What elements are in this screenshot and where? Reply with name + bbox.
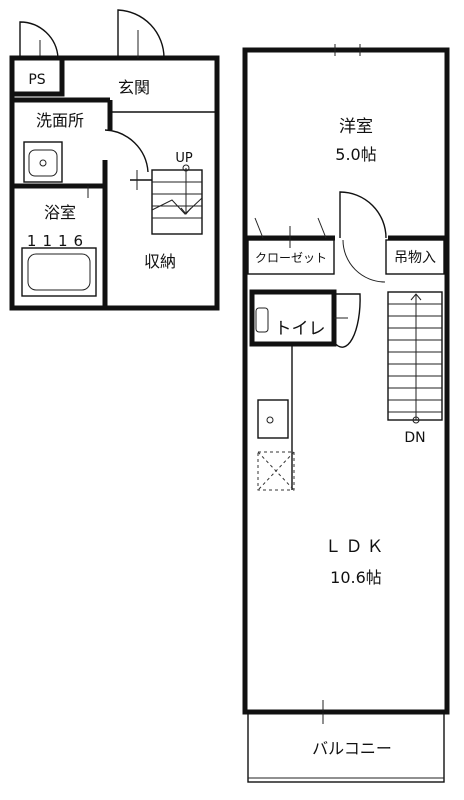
senmenjo-label: 洗面所 xyxy=(36,111,84,130)
yoshitsu-door-swing xyxy=(339,191,387,239)
toilet-fixture xyxy=(255,307,269,333)
washbasin xyxy=(23,141,63,183)
ps-door-swing xyxy=(19,21,59,59)
lower-floor-outer-wall xyxy=(9,55,220,311)
yokushitsu-label: 浴室 xyxy=(44,203,76,222)
yoshitsu-size-label: 5.0帖 xyxy=(335,145,376,164)
balcony xyxy=(247,711,445,783)
tsurimonoire-label: 吊物入 xyxy=(394,250,436,266)
closet xyxy=(247,239,335,275)
tsurimonoire-door-swing xyxy=(342,239,386,283)
yoshitsu-label: 洋室 xyxy=(339,117,373,137)
lower-floor xyxy=(9,9,220,311)
kitchen-sink xyxy=(257,399,289,439)
genkan-label: 玄関 xyxy=(118,78,150,97)
stairs-up-label: UP xyxy=(175,151,193,166)
ps-label: PS xyxy=(28,72,45,88)
upper-floor xyxy=(242,44,450,783)
closet-label: クローゼット xyxy=(255,251,327,265)
stairs-dn-label: DN xyxy=(404,430,425,446)
lower-stairs xyxy=(151,169,203,235)
ldk-size-label: 10.6帖 xyxy=(330,568,382,587)
balcony-label: バルコニー xyxy=(312,739,392,758)
toilet-label: トイレ xyxy=(275,319,326,339)
ps-box xyxy=(9,55,65,97)
bathtub xyxy=(21,247,97,297)
shuno-label: 収納 xyxy=(144,252,176,271)
upper-stairs xyxy=(387,291,443,421)
tsurimonoire xyxy=(385,239,445,275)
toilet-door-swing xyxy=(333,293,361,348)
entrance-door-swing xyxy=(117,9,165,59)
bath-size-label: 1116 xyxy=(27,232,89,250)
fridge-space xyxy=(257,451,295,491)
ldk-label: ＬＤＫ xyxy=(325,537,388,557)
washroom-door-swing xyxy=(104,129,149,173)
